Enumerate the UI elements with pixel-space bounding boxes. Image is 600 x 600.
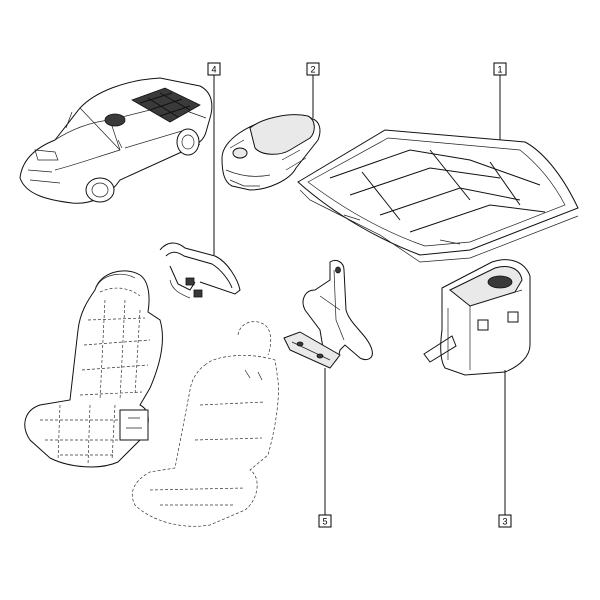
coat-hanger xyxy=(159,242,241,299)
callout-label-5: 5 xyxy=(322,517,327,527)
rear-seat-outline xyxy=(131,321,279,527)
callout-label-1: 1 xyxy=(497,65,502,75)
callout-label-4: 4 xyxy=(211,65,216,75)
armrest-storage-box xyxy=(221,114,321,191)
bag-hook-bracket xyxy=(283,259,373,369)
callout-1: 1 xyxy=(493,62,507,140)
storage-bin-cool-box xyxy=(423,259,531,376)
front-seat-with-hanger-mount xyxy=(24,270,163,468)
callout-2: 2 xyxy=(306,62,320,118)
callout-4: 4 xyxy=(207,62,221,255)
callout-label-2: 2 xyxy=(310,65,315,75)
callout-5: 5 xyxy=(318,368,332,528)
boot-floor-tray xyxy=(297,129,579,263)
callout-3: 3 xyxy=(498,370,512,528)
callout-label-3: 3 xyxy=(502,517,507,527)
car-illustration xyxy=(19,77,213,204)
